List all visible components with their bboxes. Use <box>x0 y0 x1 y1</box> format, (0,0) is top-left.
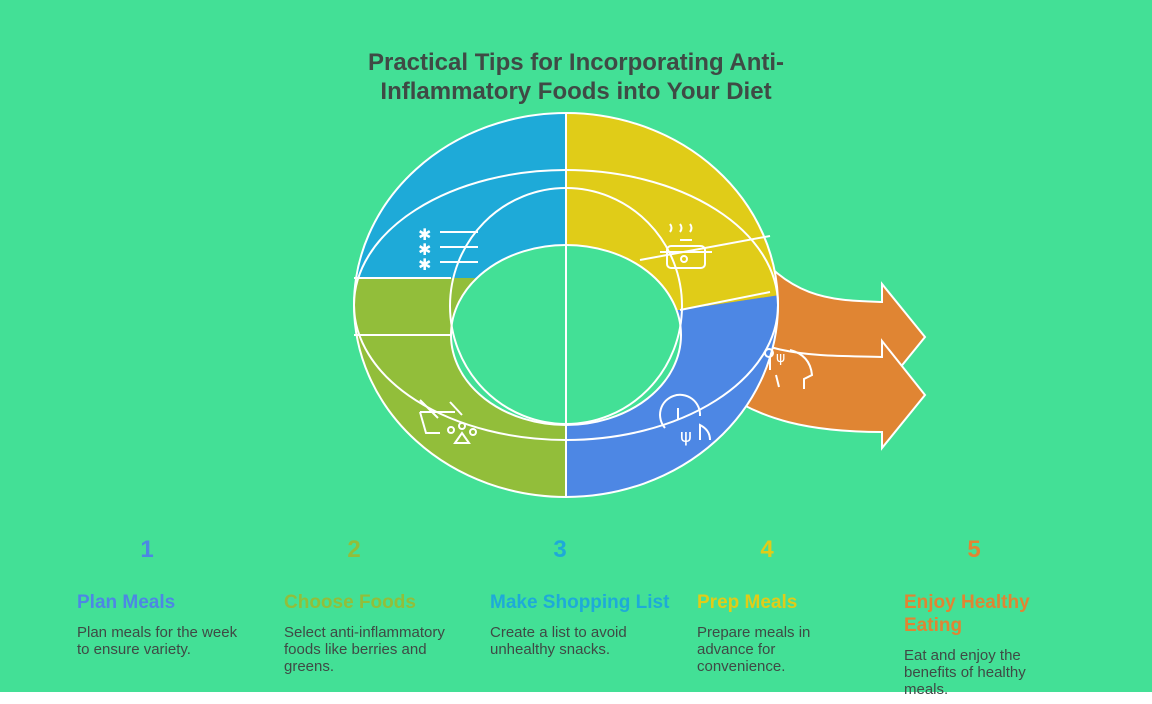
step-description: Create a list to avoid unhealthy snacks. <box>490 624 627 658</box>
svg-text:ψ: ψ <box>776 350 785 366</box>
cooking-pot-icon <box>660 223 712 269</box>
step-description: Plan meals for the week to ensure variet… <box>77 624 238 658</box>
step-description: Prepare meals in advance for convenience… <box>697 624 811 675</box>
step-number: 3 <box>553 536 567 563</box>
plate-utensils-icon: ψ <box>659 393 711 447</box>
step-description: Eat and enjoy the benefits of healthy me… <box>904 647 1026 698</box>
step-prep-meals: 4 Prep Meals Prepare meals in advance fo… <box>697 536 877 675</box>
svg-text:✱: ✱ <box>418 240 431 259</box>
quadrant-plan-meals <box>355 112 566 278</box>
step-make-shopping-list: 3 Make Shopping List Create a list to av… <box>490 536 670 658</box>
step-label: Plan Meals <box>77 592 176 613</box>
svg-text:✱: ✱ <box>418 255 431 274</box>
step-number: 2 <box>347 536 361 563</box>
svg-text:✱: ✱ <box>418 225 431 244</box>
step-choose-foods: 2 Choose Foods Select anti-inflammatory … <box>284 536 464 675</box>
ring-dividers <box>353 113 779 497</box>
checklist-icon: ✱ ✱ ✱ <box>418 225 478 274</box>
basket-icon <box>419 399 477 444</box>
svg-text:ψ: ψ <box>680 426 692 447</box>
step-number: 4 <box>760 536 774 563</box>
step-enjoy-healthy-eating: 5 Enjoy Healthy Eating Eat and enjoy the… <box>904 536 1084 698</box>
step-number: 5 <box>967 536 981 563</box>
step-label: Make Shopping List <box>490 592 670 613</box>
step-plan-meals: 1 Plan Meals Plan meals for the week to … <box>77 536 257 658</box>
step-label: Prep Meals <box>697 592 798 613</box>
page-title: Practical Tips for Incorporating Anti-In… <box>367 49 785 105</box>
step-label: Enjoy Healthy Eating <box>904 592 1030 636</box>
eating-person-icon: ψ <box>764 348 814 389</box>
step-label: Choose Foods <box>284 592 416 613</box>
step-description: Select anti-inflammatory foods like berr… <box>284 624 445 675</box>
quadrant-choose-foods <box>352 278 566 498</box>
step-number: 1 <box>140 536 154 563</box>
